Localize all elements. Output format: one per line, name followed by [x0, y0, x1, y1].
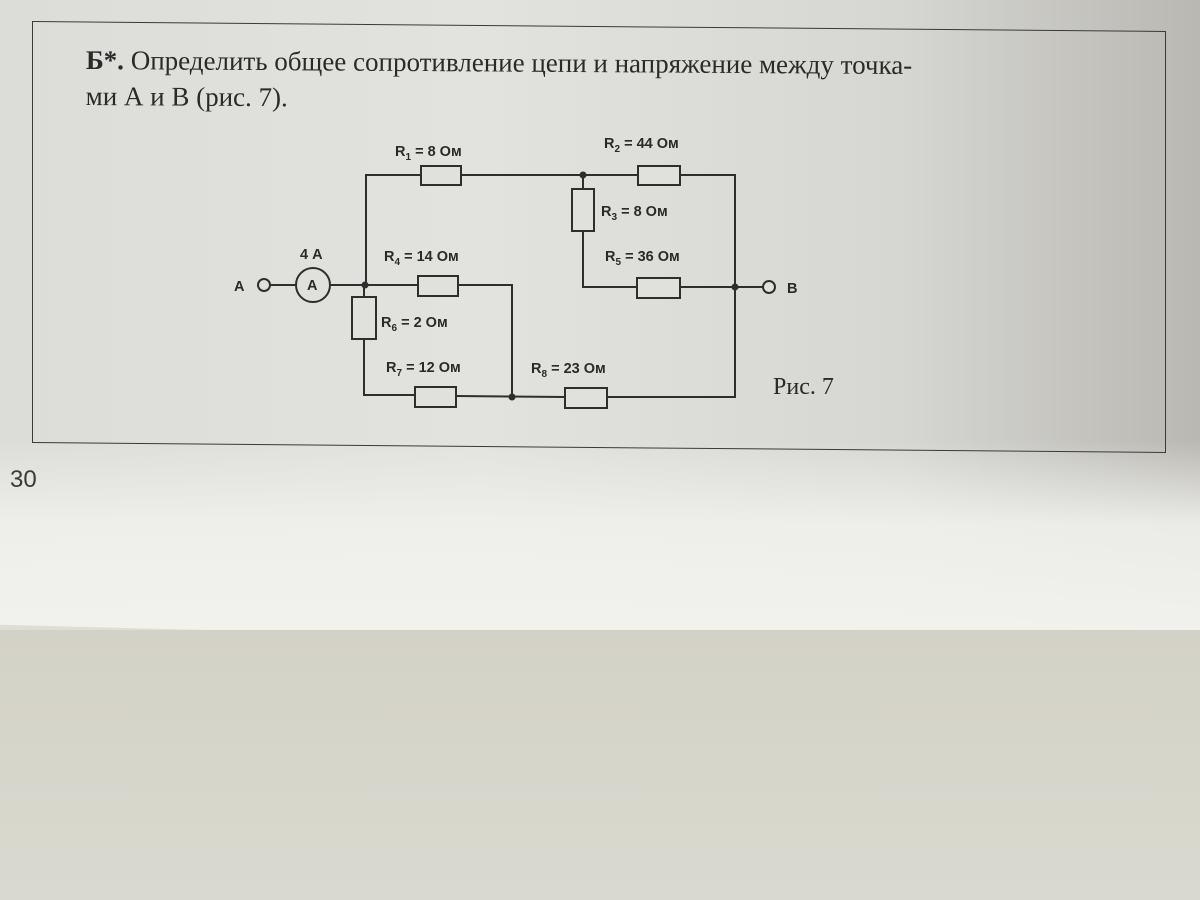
resistor-r4 — [417, 275, 459, 297]
wire-r4-right — [458, 284, 513, 397]
wires — [271, 174, 763, 398]
resistor-r5 — [636, 277, 681, 299]
junction-node-top — [579, 171, 587, 179]
page-number: 30 — [10, 466, 37, 493]
resistor-r3 — [571, 188, 595, 232]
label-r1: R1 = 8 Ом — [395, 144, 462, 163]
junction-node-bottom — [508, 393, 516, 401]
resistor-r8 — [564, 387, 608, 409]
page-lower-area — [0, 440, 1200, 650]
terminal-b-icon — [762, 280, 776, 294]
resistor-r7 — [414, 386, 457, 408]
ammeter-reading: 4 А — [300, 247, 323, 263]
underlying-page — [0, 630, 1200, 900]
label-r3: R3 = 8 Ом — [601, 204, 668, 223]
label-r7: R7 = 12 Ом — [386, 360, 461, 379]
ammeter-icon — [295, 267, 331, 303]
label-r4: R4 = 14 Ом — [384, 249, 459, 268]
label-r5: R5 = 36 Ом — [605, 249, 680, 268]
label-r8: R8 = 23 Ом — [531, 361, 606, 380]
wire-r3-bottom — [582, 231, 637, 288]
resistor-r6 — [351, 296, 377, 340]
junction-node-main — [361, 281, 369, 289]
terminal-b-label: B — [787, 281, 797, 297]
label-r2: R2 = 44 Ом — [604, 136, 679, 155]
label-r6: R6 = 2 Ом — [381, 315, 448, 334]
terminal-a-label: А — [234, 279, 245, 295]
figure-caption: Рис. 7 — [773, 374, 834, 400]
junction-node-b — [731, 283, 739, 291]
wire-node-up — [365, 174, 421, 285]
wire-r6-bottom — [363, 339, 415, 396]
terminal-a-icon — [257, 278, 271, 292]
resistor-r2 — [637, 165, 681, 186]
resistor-r1 — [420, 165, 462, 186]
ammeter-symbol: A — [307, 278, 318, 294]
